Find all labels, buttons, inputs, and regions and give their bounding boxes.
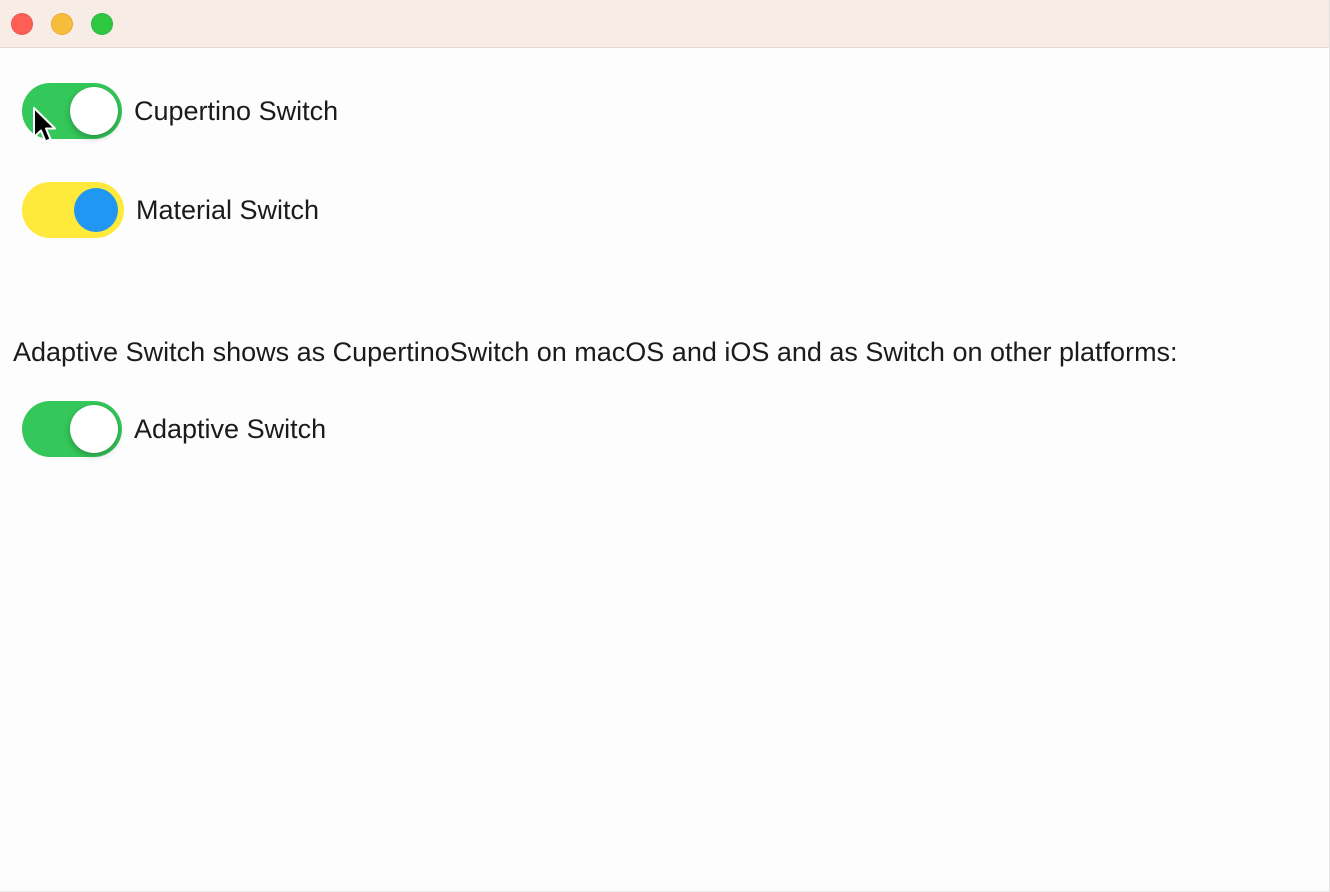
material-switch-label: Material Switch [136,194,320,225]
switch-thumb [70,405,118,453]
titlebar[interactable] [0,0,1329,48]
cupertino-switch-row: Cupertino Switch [22,83,1329,139]
adaptive-switch-description: Adaptive Switch shows as CupertinoSwitch… [13,337,1178,367]
adaptive-switch-label: Adaptive Switch [134,413,327,444]
switch-thumb [70,87,118,135]
material-switch[interactable] [22,182,124,238]
cupertino-switch-label: Cupertino Switch [134,95,339,126]
close-button[interactable] [11,12,33,35]
minimize-button[interactable] [51,12,73,35]
switch-thumb [74,188,118,232]
material-switch-row: Material Switch [22,182,1329,238]
cupertino-switch[interactable] [22,83,122,139]
window-controls [11,12,113,35]
adaptive-switch[interactable] [22,401,122,457]
main-content: Cupertino Switch Material Switch Adaptiv… [0,48,1329,457]
adaptive-switch-row: Adaptive Switch [22,401,1329,457]
zoom-button[interactable] [91,12,113,35]
